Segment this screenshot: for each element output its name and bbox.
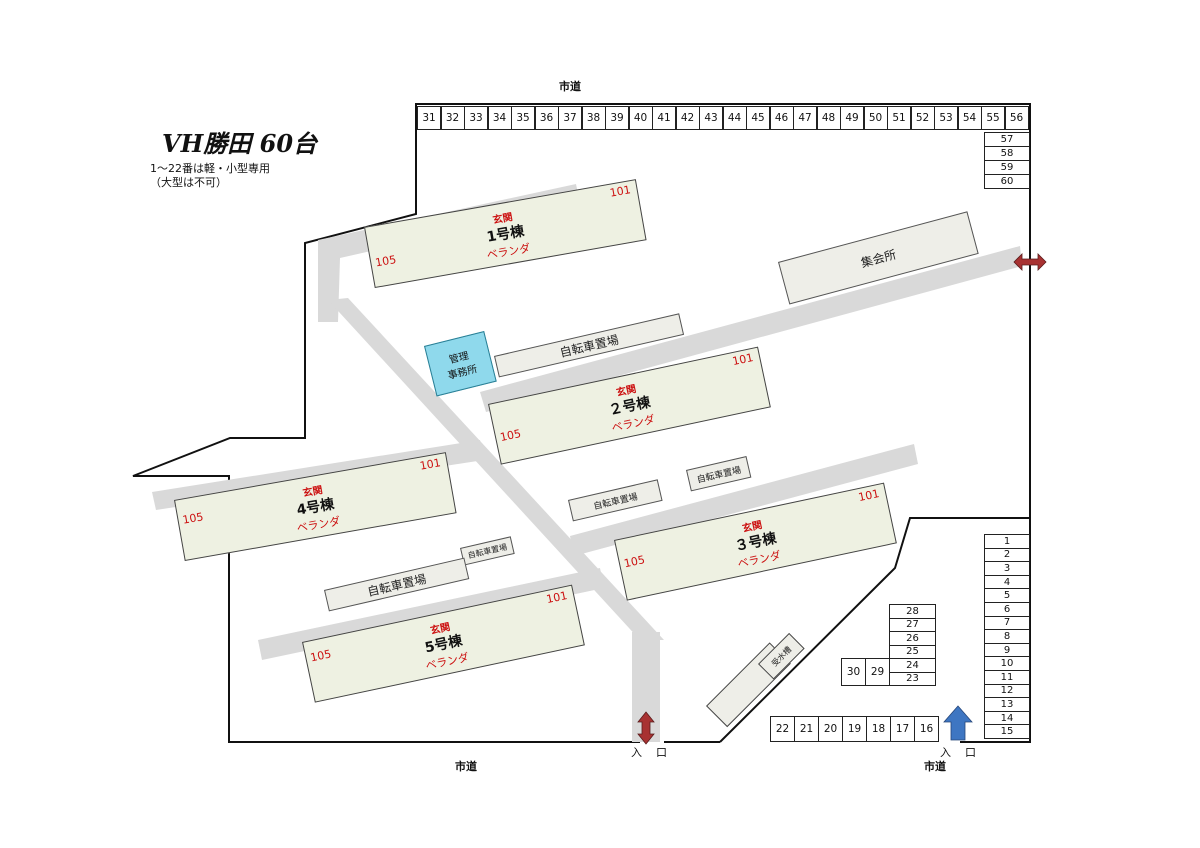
- parking-space: 3: [984, 561, 1030, 576]
- parking-space: 13: [984, 697, 1030, 712]
- parking-space: 30: [841, 658, 866, 686]
- parking-space: 8: [984, 629, 1030, 644]
- parking-space: 41: [652, 106, 676, 130]
- parking-space: 55: [981, 106, 1005, 130]
- parking-space: 23: [889, 671, 936, 686]
- parking-space: 50: [863, 106, 888, 130]
- parking-space: 9: [984, 642, 1030, 658]
- parking-space: 36: [534, 106, 559, 130]
- entrance-left-char-2: 口: [656, 746, 667, 759]
- parking-space: 48: [816, 106, 841, 130]
- parking-space: 40: [628, 106, 653, 130]
- parking-space: 44: [722, 106, 747, 130]
- parking-space: 45: [746, 106, 770, 130]
- parking-space: 58: [984, 146, 1030, 161]
- parking-space: 14: [984, 710, 1030, 726]
- parking-space: 52: [910, 106, 935, 130]
- parking-space: 33: [464, 106, 488, 130]
- parking-space: 2: [984, 547, 1030, 563]
- meeting-hall-label: 集会所: [859, 246, 898, 270]
- road-label-bottom-right: 市道: [924, 760, 946, 773]
- parking-space: 17: [890, 716, 915, 742]
- parking-space: 31: [417, 106, 441, 130]
- parking-space: 51: [887, 106, 911, 130]
- parking-space: 4: [984, 574, 1030, 590]
- arrow-bottom-left: [637, 711, 655, 745]
- entrance-right-char-1: 入: [940, 746, 951, 759]
- entrance-right-char-2: 口: [965, 746, 976, 759]
- walkway-diagonal: [328, 298, 664, 640]
- parking-space: 59: [984, 160, 1030, 175]
- parking-space: 27: [889, 617, 936, 632]
- parking-space: 47: [793, 106, 817, 130]
- parking-space: 57: [984, 132, 1030, 147]
- note-line-1: 1～22番は軽・小型専用: [150, 162, 270, 175]
- road-label-top: 市道: [559, 80, 581, 93]
- map-title: VH勝田 60台: [162, 129, 318, 158]
- parking-space: 21: [794, 716, 819, 742]
- parking-space: 1: [984, 534, 1030, 549]
- parking-space: 42: [675, 106, 700, 130]
- parking-space: 54: [957, 106, 982, 130]
- parking-space: 43: [699, 106, 723, 130]
- parking-space: 24: [889, 658, 936, 673]
- parking-space: 56: [1004, 106, 1029, 130]
- parking-space: 6: [984, 602, 1030, 617]
- parking-space: 37: [558, 106, 582, 130]
- parking-space: 53: [934, 106, 958, 130]
- site-boundary-right: [960, 518, 1031, 743]
- parking-space: 49: [840, 106, 864, 130]
- road-label-bottom-left: 市道: [455, 760, 477, 773]
- entrance-left-char-1: 入: [631, 746, 642, 759]
- parking-space: 35: [511, 106, 535, 130]
- note-line-2: （大型は不可）: [150, 176, 227, 189]
- parking-space: 15: [984, 724, 1030, 739]
- site-boundary: [132, 103, 1031, 743]
- walkway-right-1: [480, 246, 1022, 412]
- parking-space: 5: [984, 588, 1030, 603]
- parking-space: 28: [889, 604, 936, 619]
- parking-space: 10: [984, 656, 1030, 671]
- parking-space: 18: [866, 716, 891, 742]
- parking-space: 22: [770, 716, 795, 742]
- parking-space: 39: [605, 106, 629, 130]
- parking-space: 20: [818, 716, 843, 742]
- parking-space: 25: [889, 644, 936, 659]
- parking-space: 38: [581, 106, 606, 130]
- parking-space: 29: [865, 658, 890, 686]
- parking-space: 12: [984, 683, 1030, 699]
- arrow-top-right: [1013, 253, 1047, 271]
- parking-space: 19: [842, 716, 867, 742]
- parking-space: 34: [487, 106, 512, 130]
- parking-space: 11: [984, 670, 1030, 685]
- arrow-bottom-right: [943, 705, 973, 741]
- walkway-vertical: [632, 632, 660, 742]
- walkway-mid: [570, 444, 918, 556]
- parking-space: 26: [889, 631, 936, 646]
- parking-space: 32: [440, 106, 465, 130]
- parking-space: 7: [984, 615, 1030, 631]
- parking-space: 46: [769, 106, 794, 130]
- parking-space: 16: [914, 716, 939, 742]
- parking-space: 60: [984, 174, 1030, 189]
